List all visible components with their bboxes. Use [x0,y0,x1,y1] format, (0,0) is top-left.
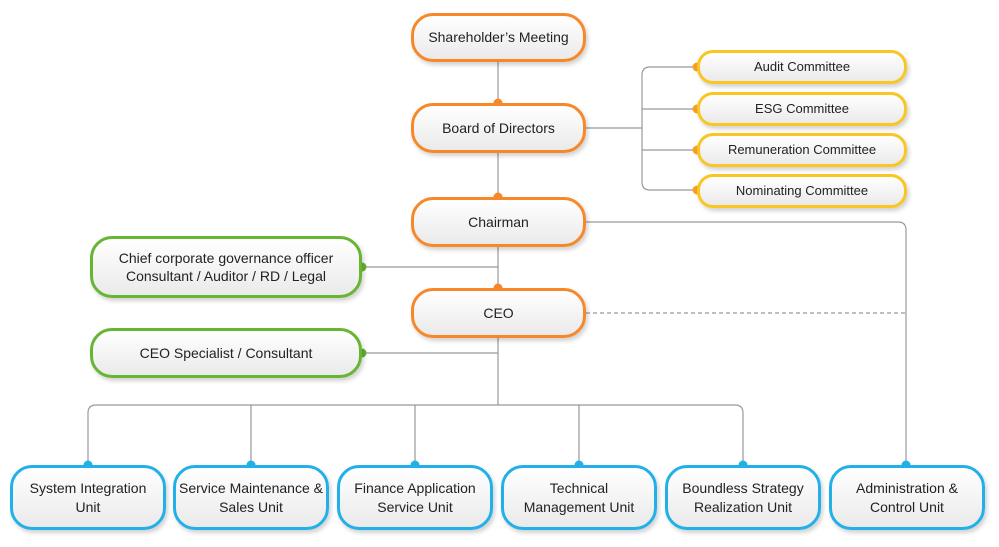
board-of-directors-box: Board of Directors [411,103,586,153]
ceo-box: CEO [411,288,586,338]
shareholders-meeting-box: Shareholder’s Meeting [411,13,586,62]
remuneration-committee-label: Remuneration Committee [727,141,877,157]
governance-officer-box: Chief corporate governance officer Consu… [90,236,362,298]
nominating-committee-box: Nominating Committee [697,174,907,208]
unit-service-maintenance-label: Service Maintenance & Sales Unit [179,480,323,515]
ceo-label: CEO [483,304,514,321]
unit-technical-management-label: Technical Management Unit [523,480,635,515]
governance-officer-label: Chief corporate governance officer Consu… [118,249,334,284]
ceo-specialist-label: CEO Specialist / Consultant [139,344,313,361]
unit-technical-management: Technical Management Unit [501,465,657,530]
shareholders-meeting-label: Shareholder’s Meeting [428,29,569,46]
nominating-committee-label: Nominating Committee [735,182,869,198]
unit-boundless-strategy-label: Boundless Strategy Realization Unit [682,480,804,515]
unit-finance-application-label: Finance Application Service Unit [354,480,476,515]
unit-boundless-strategy: Boundless Strategy Realization Unit [665,465,821,530]
audit-committee-label: Audit Committee [753,58,851,74]
unit-administration-control-label: Administration & Control Unit [856,480,958,515]
unit-system-integration: System Integration Unit [10,465,166,530]
connector-chairman-administration [586,221,907,465]
board-of-directors-label: Board of Directors [442,119,555,136]
esg-committee-box: ESG Committee [697,92,907,126]
unit-service-maintenance: Service Maintenance & Sales Unit [173,465,329,530]
chairman-label: Chairman [468,213,529,230]
committee-bracket [641,66,697,191]
audit-committee-box: Audit Committee [697,50,907,84]
chairman-box: Chairman [411,197,586,247]
unit-administration-control: Administration & Control Unit [829,465,985,530]
unit-system-integration-label: System Integration Unit [29,480,147,515]
unit-finance-application: Finance Application Service Unit [337,465,493,530]
esg-committee-label: ESG Committee [755,100,849,116]
ceo-specialist-box: CEO Specialist / Consultant [90,328,362,378]
remuneration-committee-box: Remuneration Committee [697,133,907,167]
